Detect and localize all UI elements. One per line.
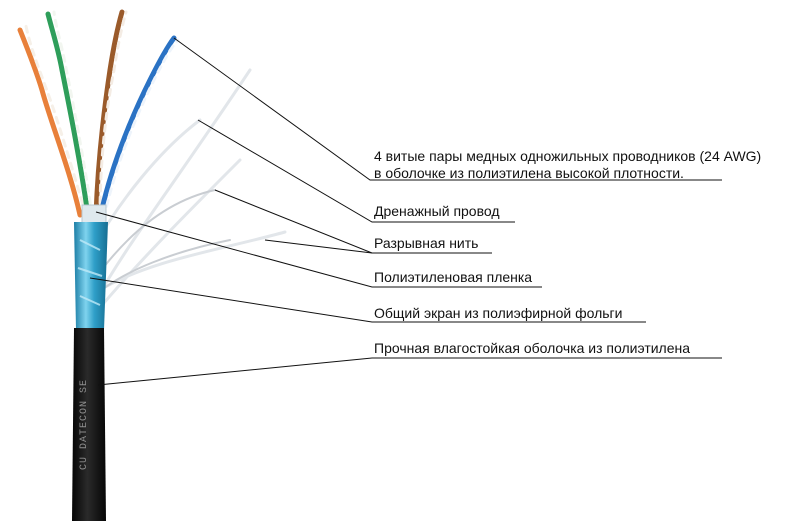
label-foil-shield-text: Общий экран из полиэфирной фольги: [374, 305, 623, 321]
label-rip-cord-text: Разрывная нить: [374, 235, 479, 251]
label-twisted-pairs-line2: в оболочке из полиэтилена высокой плотно…: [374, 165, 684, 181]
label-pe-film-text: Полиэтиленовая пленка: [374, 269, 533, 285]
twisted-pair-brown: [93, 9, 128, 218]
twisted-pair-orange: [17, 24, 88, 218]
label-outer-jacket: Прочная влагостойкая оболочка из полиэти…: [374, 340, 690, 357]
label-foil-shield: Общий экран из полиэфирной фольги: [374, 305, 622, 322]
label-drain-wire-text: Дренажный провод: [374, 203, 500, 219]
leader-foil-shield: [89, 277, 646, 323]
leader-pairs: [173, 37, 722, 181]
jacket-marking: CU DATECON SE: [79, 379, 90, 470]
label-rip-cord: Разрывная нить: [374, 235, 478, 252]
label-outer-jacket-text: Прочная влагостойкая оболочка из полиэти…: [374, 340, 691, 356]
foil-highlight: [77, 239, 103, 306]
rip-cord-strands: [90, 68, 287, 312]
twisted-pair-blue: [97, 35, 180, 221]
outer-jacket: [72, 328, 106, 521]
leader-pe-film: [95, 211, 542, 288]
leader-rip-cord-2: [264, 239, 373, 254]
twisted-pair-green: [45, 10, 94, 218]
leader-drain-wire: [197, 119, 515, 223]
label-twisted-pairs-line1: 4 витые пары медных одножильных проводни…: [374, 148, 762, 164]
label-twisted-pairs: 4 витые пары медных одножильных проводни…: [374, 148, 761, 182]
label-pe-film: Полиэтиленовая пленка: [374, 269, 532, 286]
label-drain-wire: Дренажный провод: [374, 203, 500, 220]
leader-lines: [89, 37, 722, 386]
drain-wire-strand: [89, 189, 231, 301]
leader-outer-jacket: [97, 357, 722, 386]
foil-shield: [74, 222, 108, 330]
